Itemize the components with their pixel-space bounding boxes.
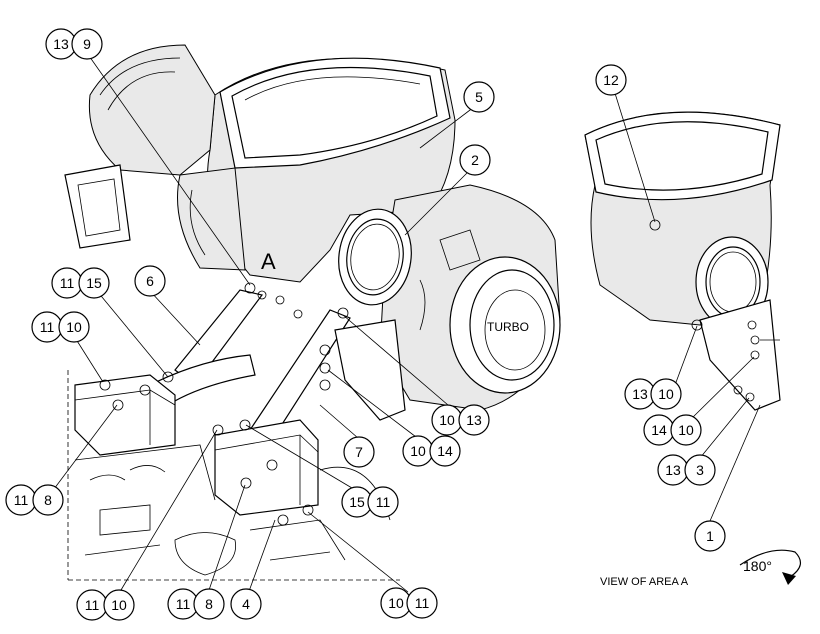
svg-text:10: 10 bbox=[66, 319, 82, 335]
callout-14-k: 14 bbox=[643, 414, 675, 446]
callout-10-d: 10 bbox=[431, 404, 463, 436]
callout-1: 1 bbox=[694, 520, 726, 552]
callout-12: 12 bbox=[595, 64, 627, 96]
callout-11-a: 11 bbox=[51, 267, 83, 299]
svg-text:7: 7 bbox=[355, 444, 363, 460]
rotation-label: 180° bbox=[743, 558, 772, 574]
callout-11-g: 11 bbox=[76, 589, 108, 621]
callout-15-f: 15 bbox=[341, 486, 373, 518]
svg-text:11: 11 bbox=[85, 597, 100, 613]
svg-text:11: 11 bbox=[40, 319, 55, 335]
callout-9: 9 bbox=[71, 28, 103, 60]
svg-text:13: 13 bbox=[53, 36, 69, 52]
callout-15-a: 15 bbox=[78, 267, 110, 299]
svg-text:15: 15 bbox=[349, 494, 365, 510]
svg-text:12: 12 bbox=[603, 72, 619, 88]
callout-4: 4 bbox=[230, 588, 262, 620]
svg-text:15: 15 bbox=[86, 275, 102, 291]
callout-11-c: 11 bbox=[5, 484, 37, 516]
svg-text:6: 6 bbox=[146, 273, 154, 289]
callout-10-j: 10 bbox=[650, 378, 682, 410]
svg-text:11: 11 bbox=[415, 595, 430, 611]
callout-13-top: 13 bbox=[45, 28, 77, 60]
callout-13-l: 13 bbox=[657, 454, 689, 486]
svg-text:11: 11 bbox=[60, 275, 75, 291]
support-brackets bbox=[74, 289, 406, 516]
svg-text:14: 14 bbox=[651, 422, 667, 438]
callout-5: 5 bbox=[463, 81, 495, 113]
svg-text:1: 1 bbox=[706, 528, 714, 544]
callout-8-h: 8 bbox=[193, 588, 225, 620]
turbo-label: TURBO bbox=[487, 320, 529, 334]
callout-7: 7 bbox=[343, 436, 375, 468]
area-a-label: A bbox=[261, 249, 276, 274]
leader-lines bbox=[47, 52, 761, 596]
svg-text:9: 9 bbox=[83, 36, 91, 52]
svg-text:11: 11 bbox=[14, 492, 29, 508]
callout-2: 2 bbox=[459, 144, 491, 176]
svg-text:2: 2 bbox=[471, 152, 479, 168]
callout-11-i: 11 bbox=[406, 587, 438, 619]
rotate-180-arrow bbox=[739, 549, 801, 585]
callout-6: 6 bbox=[134, 265, 166, 297]
svg-text:5: 5 bbox=[475, 89, 483, 105]
callout-11-b: 11 bbox=[31, 311, 63, 343]
view-caption: VIEW OF AREA A bbox=[600, 576, 689, 588]
svg-text:11: 11 bbox=[376, 494, 391, 510]
callout-10-g: 10 bbox=[103, 589, 135, 621]
svg-text:10: 10 bbox=[388, 595, 404, 611]
callout-10-k: 10 bbox=[670, 414, 702, 446]
turbocharger bbox=[338, 184, 561, 411]
svg-text:8: 8 bbox=[205, 596, 213, 612]
bolts bbox=[99, 282, 349, 526]
elbow-housing bbox=[64, 44, 456, 283]
svg-text:10: 10 bbox=[658, 386, 674, 402]
svg-text:13: 13 bbox=[632, 386, 648, 402]
callout-3: 3 bbox=[684, 454, 716, 486]
svg-text:14: 14 bbox=[437, 443, 453, 459]
callout-10-b: 10 bbox=[58, 311, 90, 343]
callout-10-e: 10 bbox=[402, 435, 434, 467]
svg-text:11: 11 bbox=[176, 596, 191, 612]
callout-13-j: 13 bbox=[624, 378, 656, 410]
callout-11-f: 11 bbox=[367, 486, 399, 518]
svg-text:10: 10 bbox=[678, 422, 694, 438]
view-area-a bbox=[584, 111, 781, 411]
svg-text:4: 4 bbox=[242, 596, 250, 612]
callout-14-e: 14 bbox=[429, 435, 461, 467]
svg-text:13: 13 bbox=[665, 462, 681, 478]
engine-block-phantom bbox=[67, 370, 400, 581]
svg-text:10: 10 bbox=[410, 443, 426, 459]
svg-text:10: 10 bbox=[111, 597, 127, 613]
svg-text:13: 13 bbox=[466, 412, 482, 428]
callout-8-c: 8 bbox=[32, 484, 64, 516]
callout-13-d: 13 bbox=[458, 404, 490, 436]
svg-text:10: 10 bbox=[439, 412, 455, 428]
svg-text:8: 8 bbox=[44, 492, 52, 508]
svg-text:3: 3 bbox=[696, 462, 704, 478]
